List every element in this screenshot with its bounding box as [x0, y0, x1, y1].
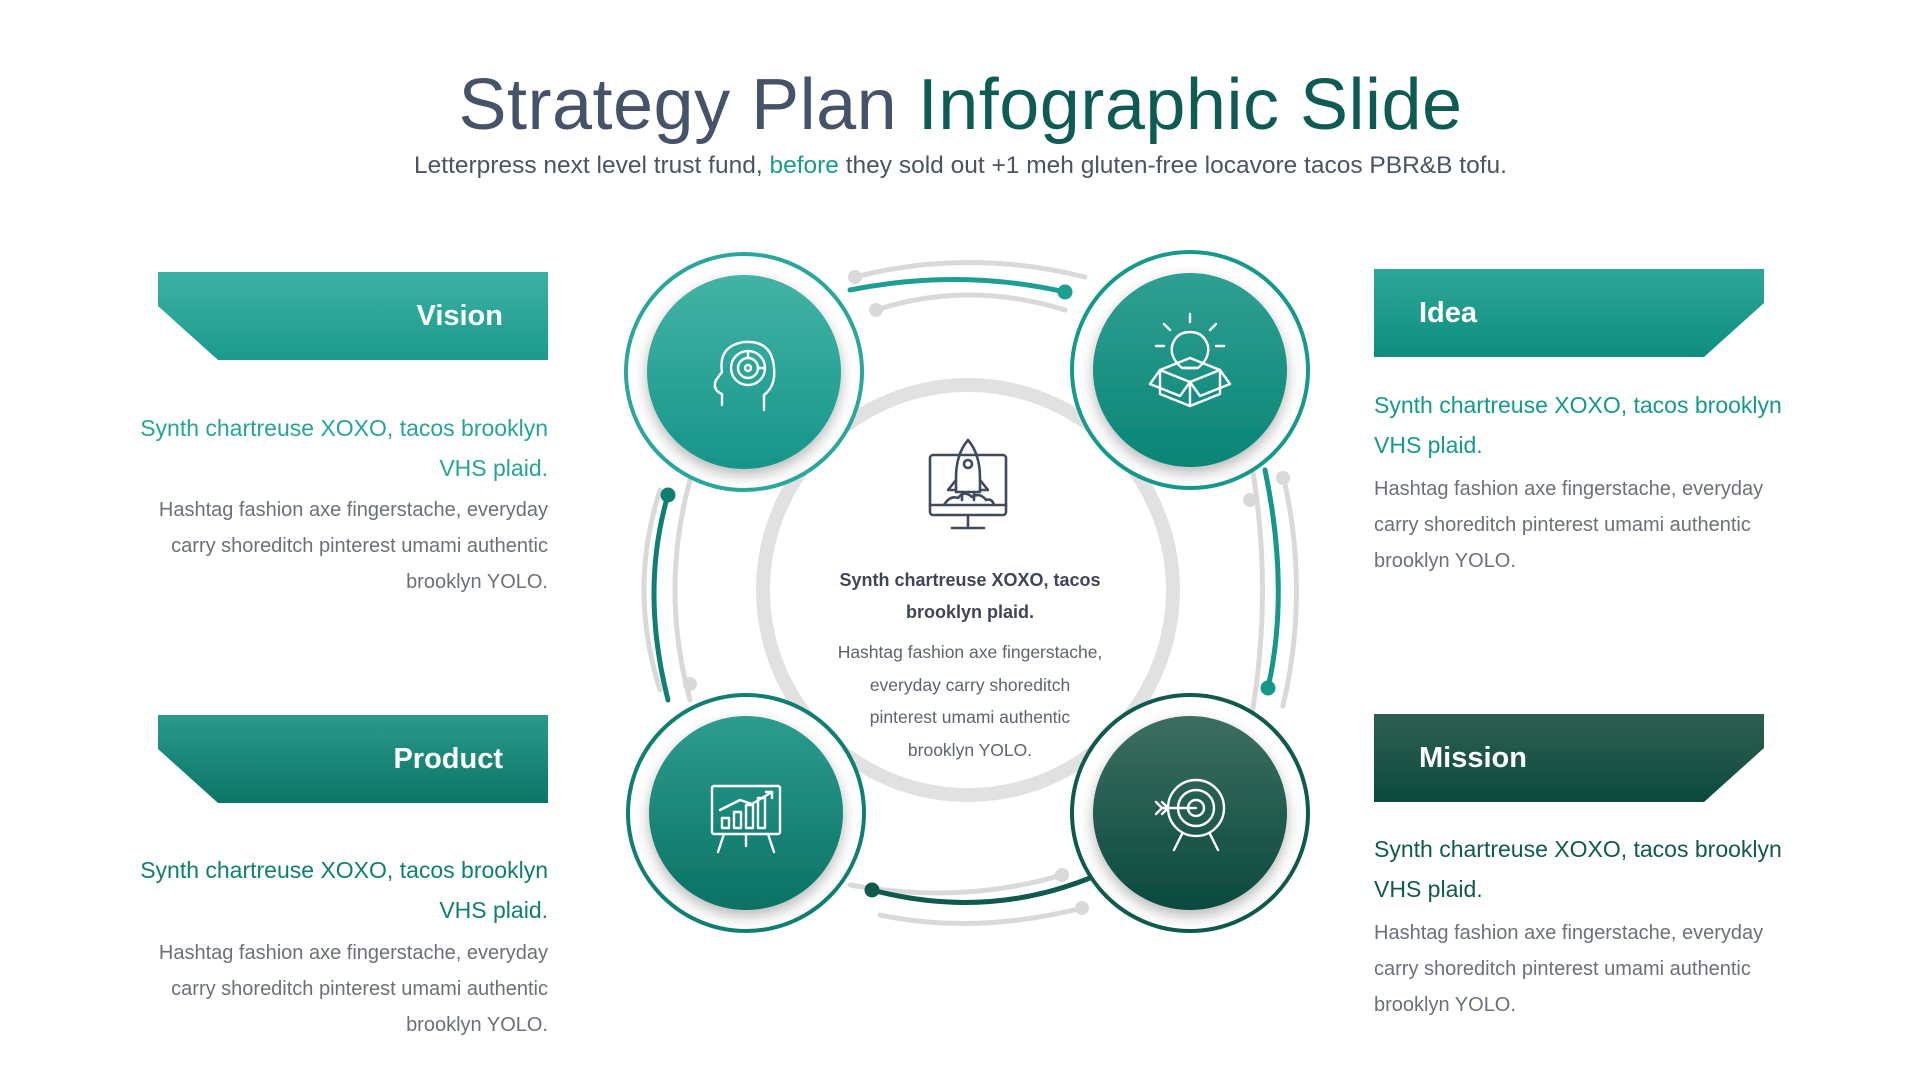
center-body: Hashtag fashion axe fingerstache, everyd…: [837, 642, 1103, 760]
subtitle-part-2: they sold out +1 meh gluten-free locavor…: [845, 152, 1507, 179]
product-node: [626, 693, 866, 933]
head-maze-icon: [713, 340, 776, 412]
slide-title: Strategy Plan Infographic Slide: [0, 64, 1921, 146]
idea-heading: Synth chartreuse XOXO, tacos brooklyn VH…: [1374, 392, 1782, 458]
product-heading: Synth chartreuse XOXO, tacos brooklyn VH…: [140, 857, 548, 923]
center-ring: [756, 378, 1180, 802]
center-heading: Synth chartreuse XOXO, tacos brooklyn pl…: [839, 570, 1101, 622]
mission-banner: Mission: [1374, 714, 1764, 802]
mission-node: [1070, 693, 1310, 933]
subtitle-part-1: Letterpress next level trust fund,: [414, 152, 763, 179]
mission-body: Hashtag fashion axe fingerstache, everyd…: [1374, 922, 1764, 1016]
title-part-2: Infographic Slide: [917, 65, 1463, 145]
target-arrow-icon: [1154, 778, 1226, 852]
connector-dots-colour: [660, 284, 1276, 898]
idea-node: [1070, 250, 1310, 490]
product-body: Hashtag fashion axe fingerstache, everyd…: [158, 942, 548, 1036]
connector-arcs-colour: [651, 276, 1281, 905]
vision-node: [624, 252, 864, 492]
title-part-1: Strategy Plan: [458, 65, 898, 145]
growth-chart-board-icon: [710, 784, 782, 854]
product-banner: Product: [158, 715, 548, 803]
vision-body: Hashtag fashion axe fingerstache, everyd…: [158, 499, 548, 593]
rocket-launch-monitor-icon: [928, 438, 1008, 530]
idea-label: Idea: [1419, 297, 1478, 329]
connector-dots-grey: [683, 270, 1290, 915]
slide-subtitle: Letterpress next level trust fund, befor…: [0, 152, 1921, 180]
lightbulb-box-icon: [1148, 312, 1232, 408]
mission-label: Mission: [1419, 742, 1527, 774]
mission-heading: Synth chartreuse XOXO, tacos brooklyn VH…: [1374, 836, 1782, 902]
vision-label: Vision: [416, 300, 504, 332]
vision-heading: Synth chartreuse XOXO, tacos brooklyn VH…: [140, 415, 548, 481]
subtitle-highlight: before: [769, 152, 839, 179]
idea-banner: Idea: [1374, 269, 1764, 357]
vision-banner: Vision: [158, 272, 548, 360]
idea-body: Hashtag fashion axe fingerstache, everyd…: [1374, 478, 1764, 572]
product-label: Product: [393, 743, 503, 775]
